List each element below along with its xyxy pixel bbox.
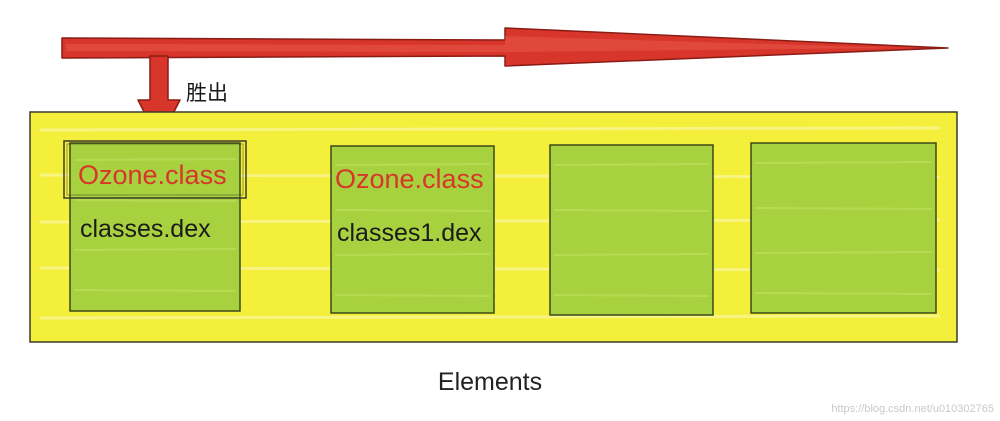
dex-cell-3-texture (553, 163, 710, 297)
dex-cell-2: Ozone.class classes1.dex (330, 145, 495, 314)
horizontal-arrow-highlight (66, 36, 900, 52)
winning-class-highlight (63, 140, 247, 199)
dex-cell-1-box (69, 142, 241, 312)
dex-cell-1-file: classes.dex (80, 215, 211, 243)
dex-cell-1: Ozone.class classes.dex (63, 140, 247, 312)
lookup-direction-arrow (61, 27, 949, 67)
dex-cell-3 (549, 144, 714, 316)
dex-cell-2-title: Ozone.class (335, 164, 484, 194)
dex-cell-4-box (750, 142, 937, 314)
dex-cell-4 (750, 142, 937, 314)
dex-cell-2-box (330, 145, 495, 314)
dex-cell-3-box (549, 144, 714, 316)
dex-cell-1-texture (73, 158, 237, 292)
winner-label: 胜出 (186, 81, 228, 105)
watermark: https://blog.csdn.net/u010302765 (831, 403, 994, 415)
elements-caption: Elements (438, 368, 542, 396)
dex-cell-4-texture (754, 161, 933, 295)
dex-cell-1-title: Ozone.class (78, 160, 227, 190)
dex-cell-2-file: classes1.dex (337, 219, 482, 247)
dex-cell-2-texture (334, 163, 491, 297)
